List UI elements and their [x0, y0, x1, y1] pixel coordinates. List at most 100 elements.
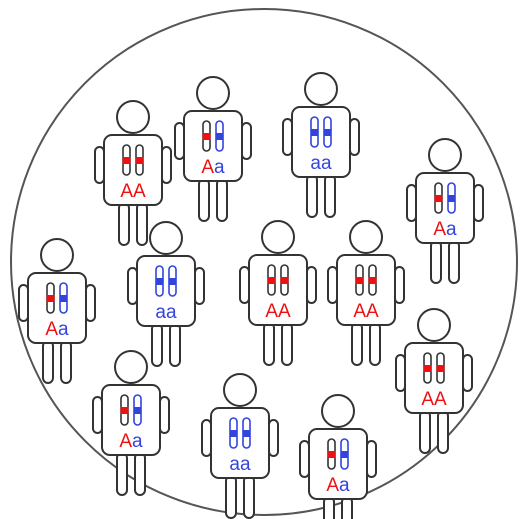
recessive-allele-band [134, 407, 142, 414]
dominant-allele-letter: A [119, 431, 132, 452]
dominant-allele-band [136, 157, 144, 164]
right-arm-shape [395, 267, 404, 303]
right-leg-shape [61, 341, 71, 383]
head-shape [305, 73, 337, 105]
individual: Aa [300, 395, 376, 519]
dominant-allele-letter: A [326, 475, 339, 496]
left-arm-shape [202, 420, 211, 456]
head-shape [224, 374, 256, 406]
dominant-allele-band [356, 277, 364, 284]
left-arm-shape [328, 267, 337, 303]
right-arm-shape [463, 355, 472, 391]
dominant-allele-band [47, 295, 55, 302]
dominant-allele-band [281, 277, 289, 284]
head-shape [150, 222, 182, 254]
recessive-allele-letter: a [214, 157, 225, 178]
left-leg-shape [226, 476, 236, 518]
recessive-allele-letter: a [240, 454, 251, 475]
recessive-allele-band [230, 430, 238, 437]
right-leg-shape [170, 324, 180, 366]
head-shape [115, 351, 147, 383]
individual: AA [328, 221, 404, 365]
recessive-allele-band [448, 195, 456, 202]
genotype-label: Aa [433, 219, 457, 240]
recessive-allele-band [311, 129, 319, 136]
right-arm-shape [86, 285, 95, 321]
dominant-allele-letter: A [120, 181, 133, 202]
right-leg-shape [135, 453, 145, 495]
left-leg-shape [307, 175, 317, 217]
right-leg-shape [438, 411, 448, 453]
recessive-allele-letter: a [166, 302, 177, 323]
recessive-allele-band [156, 278, 164, 285]
dominant-allele-letter: A [45, 319, 58, 340]
individual: Aa [93, 351, 169, 495]
left-leg-shape [152, 324, 162, 366]
dominant-allele-letter: A [265, 301, 278, 322]
recessive-allele-band [243, 430, 251, 437]
genotype-label: AA [353, 301, 379, 322]
head-shape [41, 239, 73, 271]
left-leg-shape [264, 323, 274, 365]
genotype-label: AA [421, 389, 447, 410]
dominant-allele-letter: A [366, 301, 379, 322]
individual: aa [283, 73, 359, 217]
dominant-allele-band [123, 157, 131, 164]
genotype-label: aa [229, 454, 251, 475]
recessive-allele-letter: a [132, 431, 143, 452]
right-arm-shape [367, 441, 376, 477]
dominant-allele-band [424, 365, 432, 372]
left-arm-shape [95, 147, 104, 183]
right-leg-shape [282, 323, 292, 365]
dominant-allele-letter: A [201, 157, 214, 178]
right-arm-shape [160, 397, 169, 433]
genotype-label: Aa [326, 475, 350, 496]
genotype-label: aa [155, 302, 177, 323]
genotype-label: aa [310, 153, 332, 174]
left-leg-shape [119, 203, 129, 245]
dominant-allele-letter: A [434, 389, 447, 410]
head-shape [197, 77, 229, 109]
dominant-allele-band [328, 451, 336, 458]
genotype-label: Aa [119, 431, 143, 452]
individual: Aa [175, 77, 251, 221]
left-arm-shape [396, 355, 405, 391]
recessive-allele-letter: a [310, 153, 321, 174]
recessive-allele-letter: a [229, 454, 240, 475]
left-leg-shape [43, 341, 53, 383]
right-arm-shape [242, 123, 251, 159]
head-shape [350, 221, 382, 253]
left-leg-shape [117, 453, 127, 495]
right-leg-shape [449, 241, 459, 283]
recessive-allele-band [169, 278, 177, 285]
head-shape [117, 101, 149, 133]
dominant-allele-band [121, 407, 129, 414]
individual: aa [202, 374, 278, 518]
genotype-label: Aa [45, 319, 69, 340]
left-arm-shape [175, 123, 184, 159]
recessive-allele-letter: a [155, 302, 166, 323]
individual: AA [240, 221, 316, 365]
recessive-allele-letter: a [339, 475, 350, 496]
genotype-label: AA [265, 301, 291, 322]
left-arm-shape [128, 268, 137, 304]
dominant-allele-letter: A [433, 219, 446, 240]
dominant-allele-letter: A [133, 181, 146, 202]
left-leg-shape [431, 241, 441, 283]
dominant-allele-letter: A [353, 301, 366, 322]
right-arm-shape [269, 420, 278, 456]
individual: Aa [407, 139, 483, 283]
head-shape [429, 139, 461, 171]
right-arm-shape [162, 147, 171, 183]
right-leg-shape [342, 497, 352, 519]
dominant-allele-band [435, 195, 443, 202]
recessive-allele-band [324, 129, 332, 136]
dominant-allele-band [369, 277, 377, 284]
recessive-allele-band [60, 295, 68, 302]
recessive-allele-letter: a [446, 219, 457, 240]
left-arm-shape [93, 397, 102, 433]
right-arm-shape [350, 119, 359, 155]
recessive-allele-band [216, 133, 224, 140]
left-leg-shape [352, 323, 362, 365]
left-leg-shape [199, 179, 209, 221]
